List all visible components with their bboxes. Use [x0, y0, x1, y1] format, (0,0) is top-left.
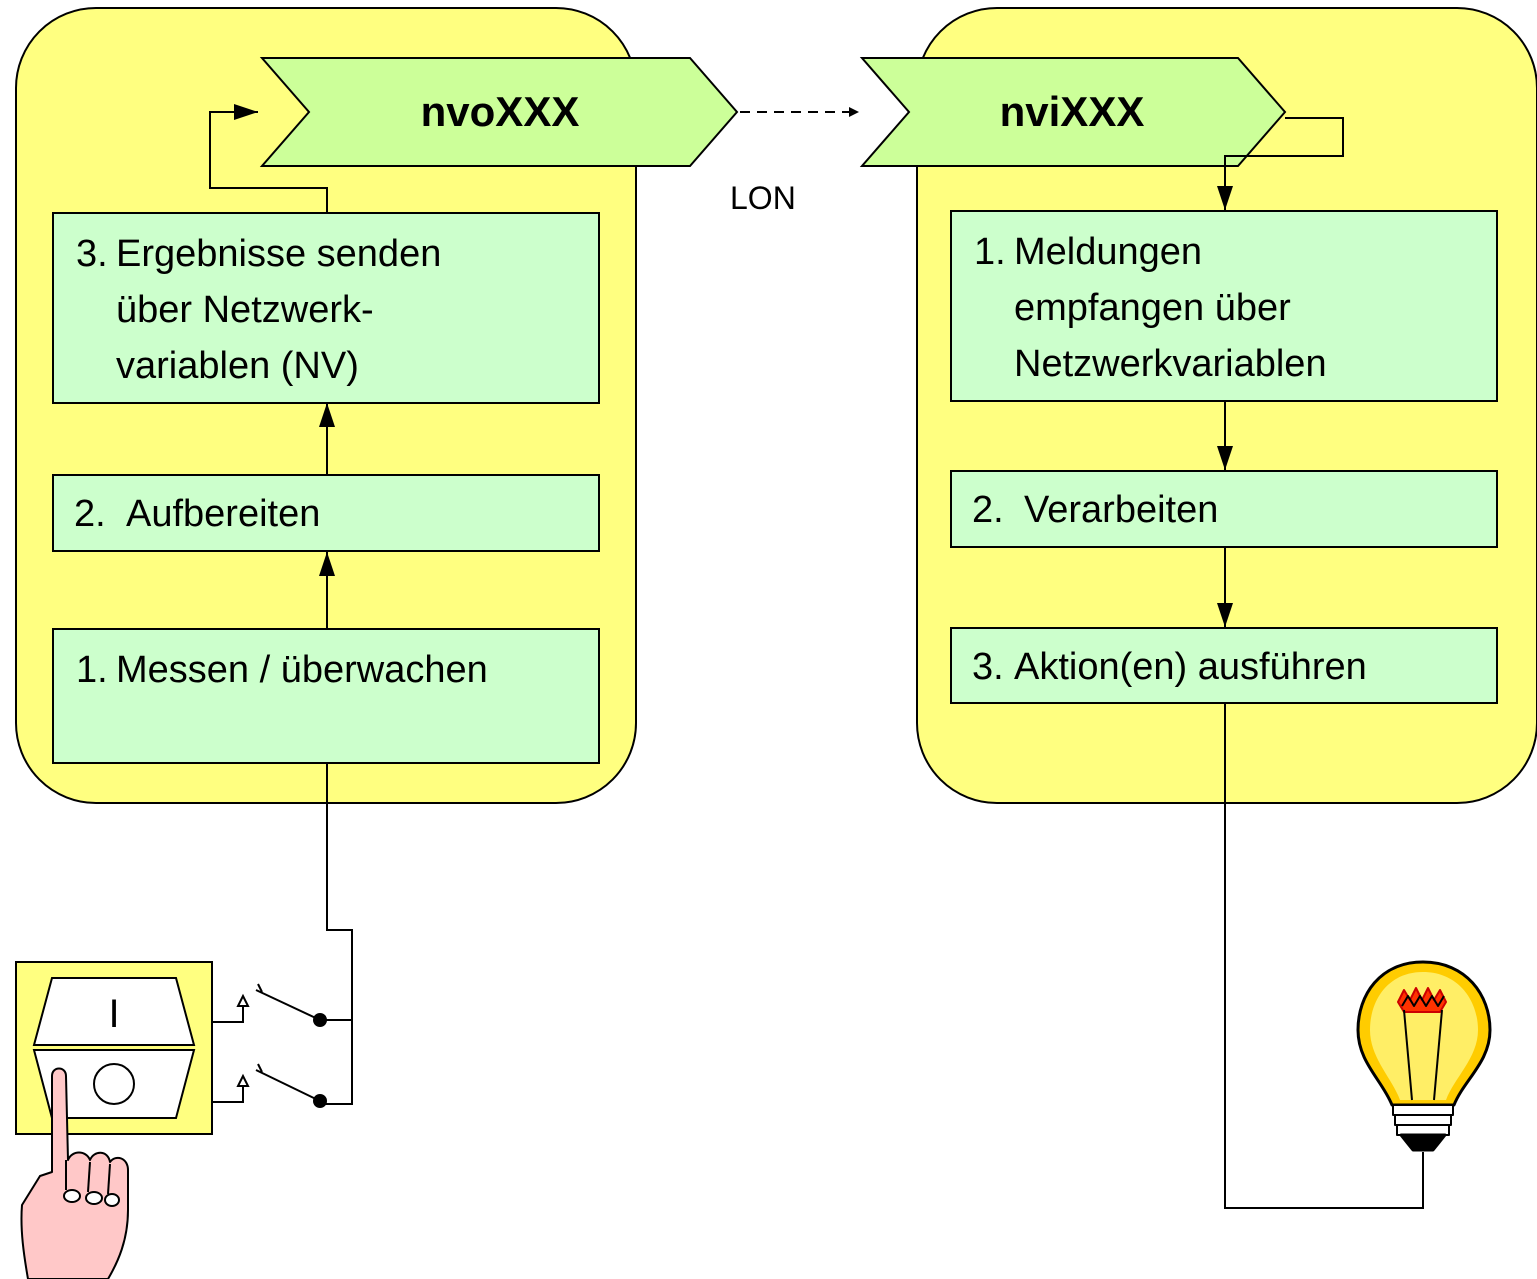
- switch-on-symbol: I: [108, 992, 119, 1036]
- receiver-step-2: 2. Verarbeiten: [950, 470, 1498, 548]
- step-number: 3.: [76, 233, 108, 275]
- receiver-step-1: 1. Meldungen empfangen über Netzwerkvari…: [950, 210, 1498, 402]
- actuator-wire: [1224, 703, 1424, 1209]
- nvi-chevron: [859, 57, 1287, 167]
- step-label: Verarbeiten: [1024, 489, 1219, 531]
- step-number: 2.: [972, 489, 1004, 531]
- step-number: 2.: [74, 493, 106, 535]
- network-label: LON: [730, 180, 796, 216]
- receiver-node: [916, 7, 1537, 804]
- sender-step-2: 2. Aufbereiten: [52, 474, 600, 552]
- nvi-label: nviXXX: [999, 88, 1145, 135]
- step-number: 3.: [972, 646, 1004, 688]
- switch-contacts: [212, 983, 327, 1108]
- step-number: 1.: [76, 649, 108, 691]
- light-bulb-icon: [1356, 960, 1492, 1152]
- feedback-arrow: [209, 104, 328, 212]
- step-label: Messen / überwachen: [116, 649, 488, 691]
- step-label: Ergebnisse senden über Netzwerk- variabl…: [116, 233, 442, 387]
- nvi-to-step1-arrow: [1217, 117, 1344, 210]
- nvo-chevron: [259, 57, 739, 167]
- sender-step-1: 1. Messen / überwachen: [52, 628, 600, 764]
- nvo-label: nvoXXX: [420, 88, 580, 135]
- sensor-wire: [320, 763, 353, 1105]
- step-number: 1.: [974, 231, 1006, 273]
- step-label: Meldungen empfangen über Netzwerkvariabl…: [1014, 231, 1327, 385]
- sender-step-3: 3. Ergebnisse senden über Netzwerk- vari…: [52, 212, 600, 404]
- rocker-switch-icon: [15, 961, 213, 1135]
- receiver-step-3: 3. Aktion(en) ausführen: [950, 627, 1498, 704]
- hand-pointer-icon: [20, 1067, 129, 1279]
- step-label: Aktion(en) ausführen: [1014, 646, 1367, 688]
- step-label: Aufbereiten: [126, 493, 321, 535]
